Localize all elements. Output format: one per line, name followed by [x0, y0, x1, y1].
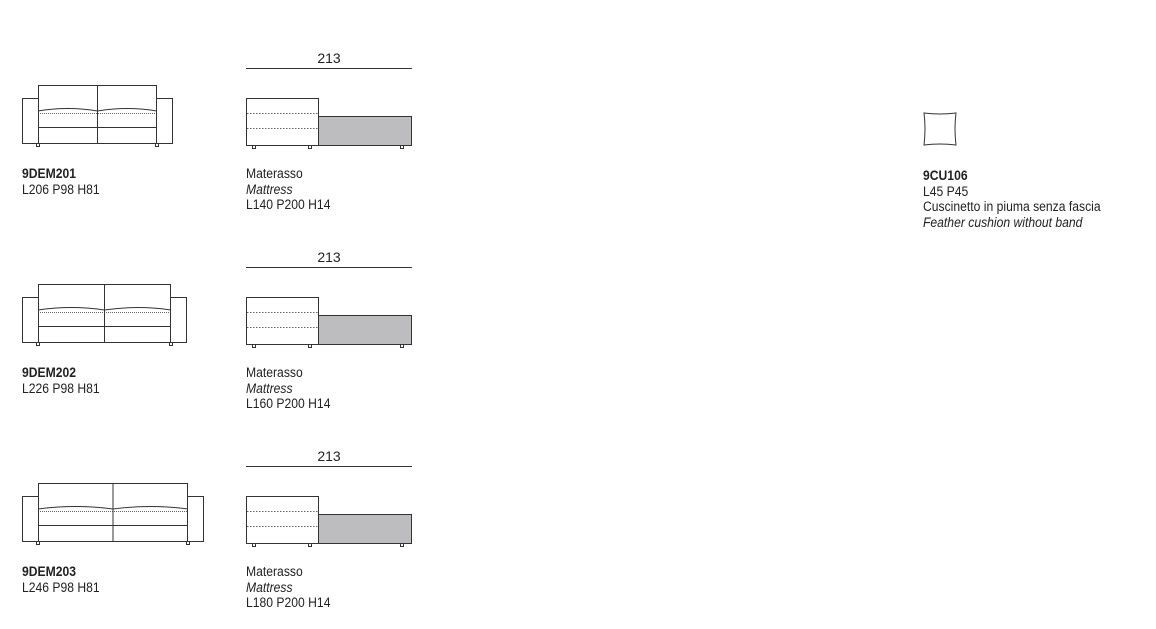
mattress-label-en: Mattress [246, 579, 293, 595]
mattress-width-dimension: 213 [246, 249, 412, 268]
product-dimensions: L246 P98 H81 [22, 579, 100, 595]
product-code: 9CU106 [923, 168, 968, 183]
mattress-dimensions: L140 P200 H14 [246, 197, 331, 212]
mattress-drawing [246, 496, 412, 547]
product-code: 9DEM201 [22, 166, 77, 181]
product-dimensions: L226 P98 H81 [22, 380, 100, 396]
product-description-en: Feather cushion without band [923, 214, 1083, 230]
product-dimensions: L206 P98 H81 [22, 181, 100, 197]
mattress-dimensions: L180 P200 H14 [246, 595, 331, 610]
mattress-label-it: Materasso [246, 365, 303, 380]
mattress-width-dimension: 213 [246, 50, 412, 69]
product-code: 9DEM203 [22, 564, 77, 579]
mattress-label-it: Materasso [246, 166, 303, 181]
mattress-dimensions: L160 P200 H14 [246, 396, 331, 411]
mattress-label-en: Mattress [246, 181, 293, 197]
sofa-drawing [22, 284, 187, 346]
product-description-it: Cuscinetto in piuma senza fascia [923, 199, 1101, 214]
mattress-drawing [246, 98, 412, 149]
mattress-label-en: Mattress [246, 380, 293, 396]
mattress-width-dimension: 213 [246, 448, 412, 467]
mattress-label-it: Materasso [246, 564, 303, 579]
product-code: 9DEM202 [22, 365, 77, 380]
cushion-drawing [923, 112, 957, 146]
sofa-drawing [22, 483, 204, 545]
mattress-drawing [246, 297, 412, 348]
product-dimensions: L45 P45 [923, 183, 969, 199]
sofa-drawing [22, 85, 173, 147]
